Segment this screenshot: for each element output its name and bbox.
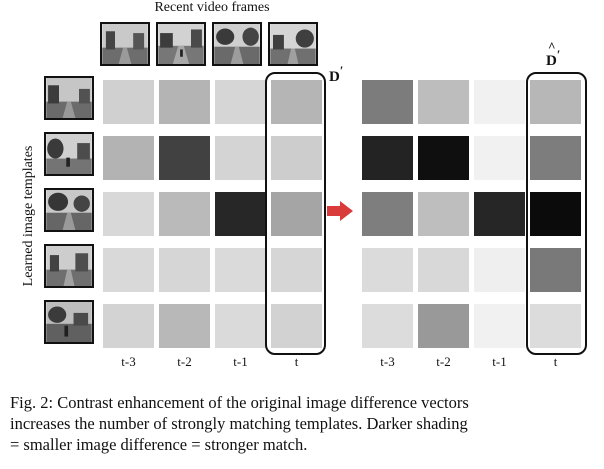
enhanced-difference-cell bbox=[362, 136, 413, 180]
enhanced-difference-cell bbox=[474, 304, 525, 348]
video-frame-thumbnail bbox=[268, 22, 318, 66]
enhanced-difference-cell bbox=[474, 248, 525, 292]
difference-cell bbox=[271, 248, 322, 292]
difference-cell bbox=[215, 248, 266, 292]
difference-cell bbox=[271, 80, 322, 124]
difference-cell bbox=[159, 192, 210, 236]
difference-cell bbox=[103, 248, 154, 292]
enhanced-difference-cell bbox=[474, 80, 525, 124]
current-frame-highlight bbox=[265, 72, 326, 355]
difference-cell bbox=[215, 192, 266, 236]
enhanced-difference-cell bbox=[530, 192, 581, 236]
enhanced-difference-cell bbox=[474, 192, 525, 236]
matrix-label-d-prime: D′ bbox=[329, 64, 344, 85]
enhanced-difference-cell bbox=[418, 80, 469, 124]
template-thumbnail bbox=[44, 76, 94, 120]
time-tick-label: t bbox=[294, 354, 299, 369]
arrow-icon bbox=[327, 201, 353, 221]
difference-cell bbox=[159, 304, 210, 348]
enhanced-difference-cell bbox=[418, 304, 469, 348]
matrix-label-d-hat-prime: ^D′ bbox=[546, 39, 561, 69]
enhanced-difference-cell bbox=[418, 192, 469, 236]
time-tick-label: t-2 bbox=[177, 354, 192, 369]
enhanced-difference-cell bbox=[530, 136, 581, 180]
enhanced-difference-cell bbox=[530, 304, 581, 348]
enhanced-difference-cell bbox=[362, 80, 413, 124]
difference-cell bbox=[271, 304, 322, 348]
frames-title: Recent video frames bbox=[154, 0, 270, 15]
template-thumbnail bbox=[44, 300, 94, 344]
caption-line: Fig. 2: Contrast enhancement of the orig… bbox=[10, 393, 469, 412]
difference-cell bbox=[159, 80, 210, 124]
difference-cell bbox=[103, 136, 154, 180]
time-tick-label: t-1 bbox=[492, 354, 507, 369]
difference-cell bbox=[103, 304, 154, 348]
time-tick-label: t-3 bbox=[121, 354, 136, 369]
templates-axis-label: Learned image templates bbox=[21, 145, 36, 287]
difference-cell bbox=[159, 248, 210, 292]
difference-cell bbox=[159, 136, 210, 180]
enhanced-difference-cell bbox=[362, 248, 413, 292]
enhanced-difference-cell bbox=[474, 136, 525, 180]
caption-line: increases the number of strongly matchin… bbox=[10, 414, 468, 433]
time-tick-label: t-1 bbox=[233, 354, 248, 369]
difference-cell bbox=[271, 192, 322, 236]
enhanced-difference-cell bbox=[418, 248, 469, 292]
enhanced-difference-cell bbox=[530, 80, 581, 124]
difference-cell bbox=[103, 80, 154, 124]
difference-cell bbox=[215, 304, 266, 348]
video-frame-thumbnail bbox=[212, 22, 262, 66]
difference-cell bbox=[215, 80, 266, 124]
time-tick-label: t-3 bbox=[380, 354, 395, 369]
enhanced-difference-cell bbox=[530, 248, 581, 292]
enhanced-difference-cell bbox=[362, 304, 413, 348]
template-thumbnail bbox=[44, 244, 94, 288]
figure-caption: Fig. 2: Contrast enhancement of the orig… bbox=[10, 392, 590, 455]
time-tick-label: t bbox=[553, 354, 558, 369]
enhanced-difference-cell bbox=[362, 192, 413, 236]
video-frame-thumbnail bbox=[156, 22, 206, 66]
enhanced-difference-cell bbox=[418, 136, 469, 180]
video-frame-thumbnail bbox=[100, 22, 150, 66]
difference-cell bbox=[271, 136, 322, 180]
current-frame-highlight bbox=[526, 72, 587, 355]
difference-cell bbox=[215, 136, 266, 180]
caption-line: = smaller image difference = stronger ma… bbox=[10, 435, 308, 454]
template-thumbnail bbox=[44, 188, 94, 232]
time-tick-label: t-2 bbox=[436, 354, 451, 369]
template-thumbnail bbox=[44, 132, 94, 176]
difference-cell bbox=[103, 192, 154, 236]
